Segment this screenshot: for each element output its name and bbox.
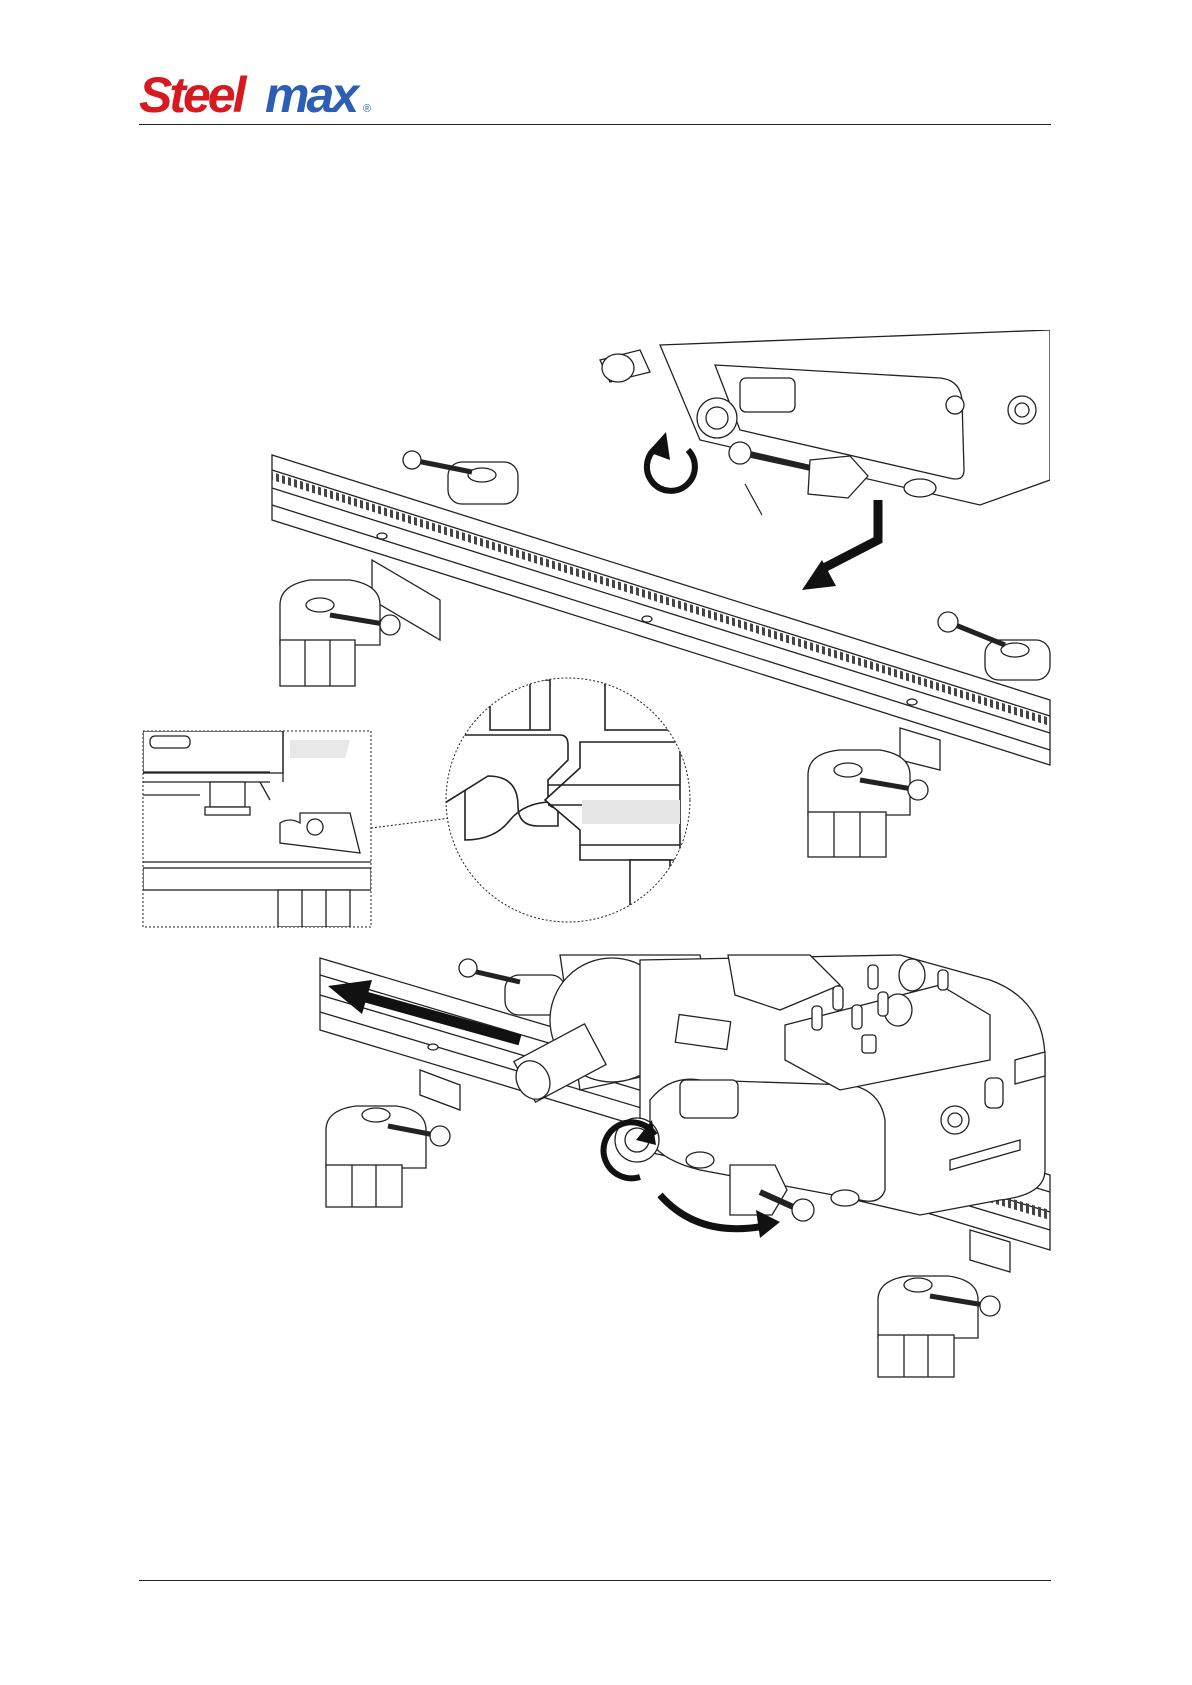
rail-foot (808, 728, 940, 857)
footer-rule (139, 1580, 1051, 1581)
detail-side-view (143, 731, 371, 927)
detail-magnified-roller (440, 678, 690, 922)
rail-foot (326, 1070, 460, 1207)
leader-line (745, 484, 762, 515)
rail-foot (878, 1230, 1010, 1377)
rail-foot (403, 451, 518, 504)
detail-connector (371, 818, 450, 828)
lower-arrow-icon (802, 500, 878, 590)
rotate-arrow-icon (647, 432, 695, 491)
carriage-assembled (509, 955, 1045, 1221)
rail-foot (280, 560, 440, 686)
carriage-top (600, 330, 1050, 505)
